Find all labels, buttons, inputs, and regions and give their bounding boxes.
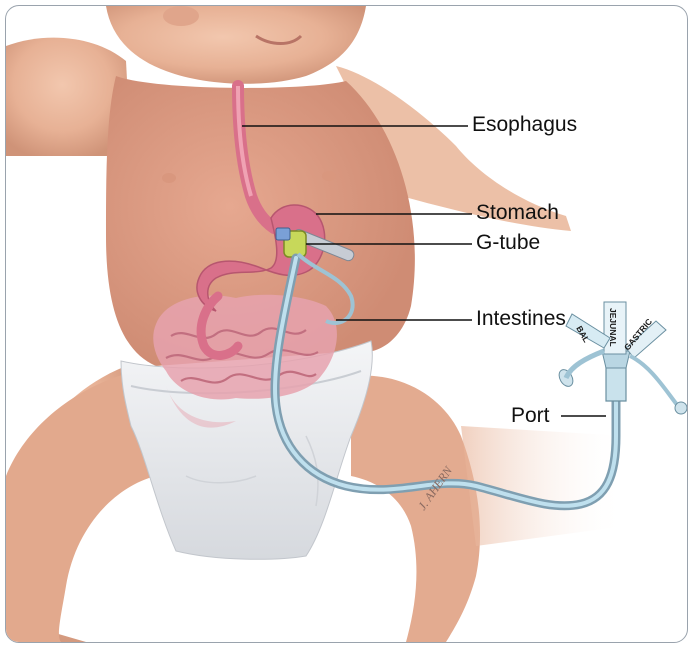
nipple-left — [162, 173, 176, 183]
intestines — [153, 295, 337, 400]
illustration-frame: BAL JEJUNAL GASTRIC J. AHERN Esophagus S… — [5, 5, 688, 643]
label-gtube: G-tube — [476, 232, 540, 253]
infant-anatomy-illustration: BAL JEJUNAL GASTRIC J. AHERN — [6, 6, 687, 642]
port-connector — [556, 302, 687, 414]
label-esophagus: Esophagus — [472, 114, 577, 135]
baby-nose — [163, 6, 199, 26]
label-port: Port — [511, 405, 550, 426]
label-intestines: Intestines — [476, 308, 566, 329]
port-tag-jejunal: JEJUNAL — [608, 308, 618, 347]
baby-head — [106, 6, 366, 84]
right-leg — [351, 375, 480, 642]
label-stomach: Stomach — [476, 202, 559, 223]
nipple-right — [322, 171, 336, 181]
